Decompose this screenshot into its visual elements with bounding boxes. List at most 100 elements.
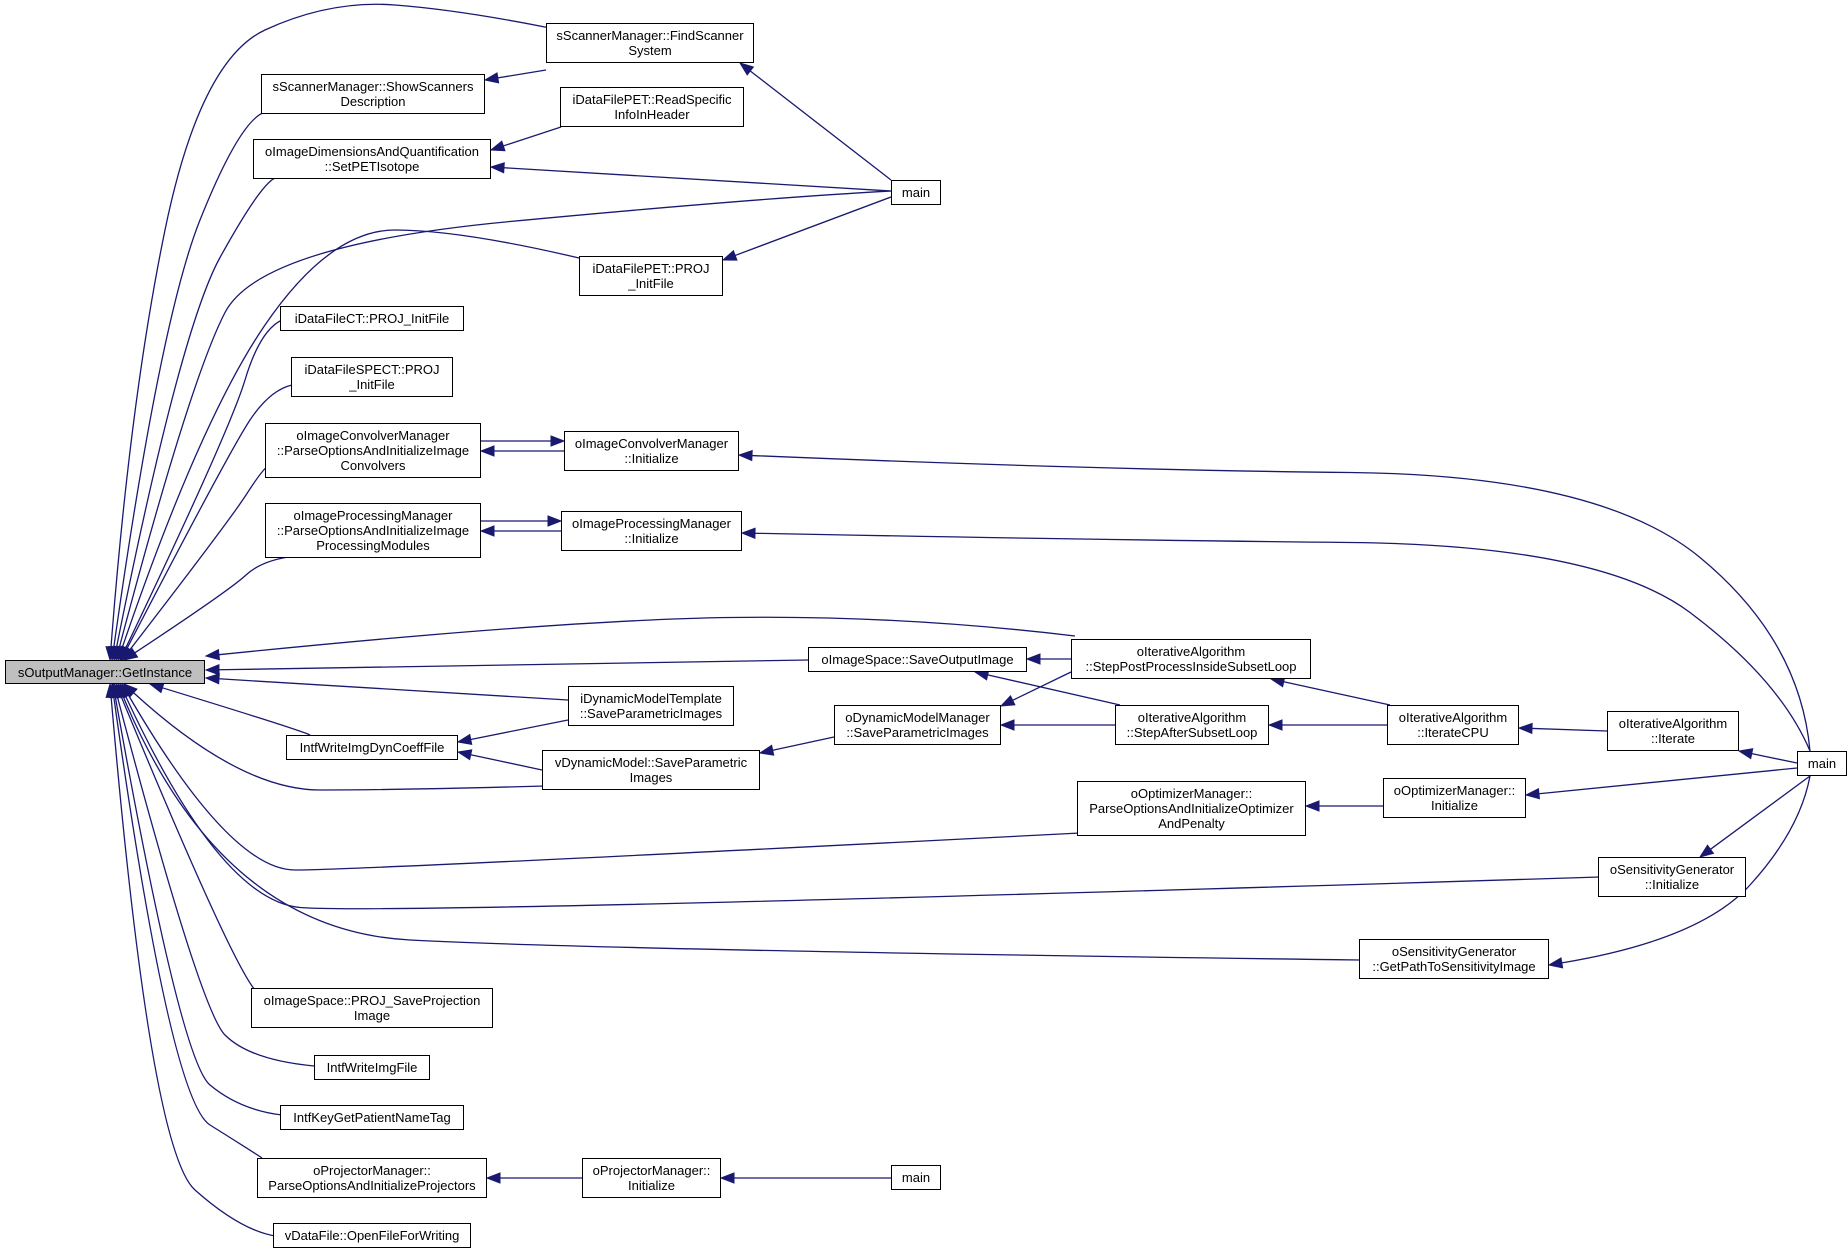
arrowhead-33 [1025,653,1041,665]
node-oimagedimensions-setpetisotope[interactable]: oImageDimensionsAndQuantification ::SetP… [253,139,491,179]
edge-6 [126,384,293,649]
edge-11 [218,678,569,701]
arrowhead-38 [1267,719,1283,731]
node-ooptimizermanager-parseoptions[interactable]: oOptimizerManager:: ParseOptionsAndIniti… [1077,781,1306,836]
arrowhead-10 [204,664,220,676]
node-vdatafile-openfileforwriting[interactable]: vDataFile::OpenFileForWriting [273,1223,471,1248]
node-oimageconvolvermanager-parseoptions[interactable]: oImageConvolverManager ::ParseOptionsAnd… [265,423,481,478]
node-soutputmanager-getinstance[interactable]: sOutputManager::GetInstance [5,660,205,684]
edge-12 [162,687,311,736]
arrowhead-21 [105,682,117,698]
arrowhead-30 [547,515,563,527]
edge-23 [503,126,562,147]
node-main-3[interactable]: main [891,1165,941,1190]
node-idynamicmodeltemplate-saveparametricimages[interactable]: iDynamicModelTemplate ::SaveParametricIm… [568,686,734,726]
node-oprojectormanager-initialize[interactable]: oProjectorManager:: Initialize [582,1158,721,1198]
arrowhead-49 [719,1172,735,1184]
arrowhead-43 [758,744,775,756]
node-oiterativealgorithm-steppostprocess[interactable]: oIterativeAlgorithm ::StepPostProcessIns… [1071,639,1311,679]
arrowhead-48 [485,1172,501,1184]
node-idatafilespect-proj-initfile[interactable]: iDataFileSPECT::PROJ _InitFile [291,357,453,397]
edge-5 [125,319,283,649]
arrowhead-36 [999,719,1015,731]
edge-21 [110,696,276,1237]
node-sscannermanager-findscannersystem[interactable]: sScannerManager::FindScanner System [546,23,754,63]
edge-19 [114,696,283,1116]
node-ooptimizermanager-initialize[interactable]: oOptimizerManager:: Initialize [1383,778,1526,818]
node-oimagespace-proj-saveprojectionimage[interactable]: oImageSpace::PROJ_SaveProjection Image [251,988,493,1028]
arrowhead-41 [456,733,473,745]
edge-37 [1012,671,1072,701]
edge-46 [1710,775,1811,850]
edge-17 [120,695,256,991]
arrowhead-28 [550,435,566,447]
node-intfwriteimgdyncoefffile[interactable]: IntfWriteImgDynCoeffFile [286,735,458,760]
node-oiterativealgorithm-iterate[interactable]: oIterativeAlgorithm ::Iterate [1607,711,1739,751]
node-osensitivitygenerator-getpathtosensitivityimage[interactable]: oSensitivityGenerator ::GetPathToSensiti… [1359,939,1549,979]
edge-20 [113,696,263,1159]
node-main-1[interactable]: main [891,180,941,205]
node-idatafilepet-readspecificinfoinheader[interactable]: iDataFilePET::ReadSpecific InfoInHeader [560,87,744,127]
node-oimageprocessingmanager-parseoptions[interactable]: oImageProcessingManager ::ParseOptionsAn… [265,503,481,558]
arrowhead-11 [204,673,220,685]
edge-24 [503,167,892,192]
edge-8 [134,555,296,654]
arrowhead-40 [1737,748,1754,760]
arrowhead-23 [489,140,506,152]
arrowhead-25 [738,62,755,76]
edge-10 [218,659,809,671]
node-oimageconvolvermanager-initialize[interactable]: oImageConvolverManager ::Initialize [564,431,739,471]
arrowhead-26 [721,249,738,261]
edge-40 [1751,752,1798,764]
arrowhead-12 [148,682,165,694]
edge-9 [218,616,1076,656]
edge-1 [113,111,266,648]
arrowhead-46 [1698,844,1715,858]
edge-13 [133,692,546,791]
arrowhead-9 [204,648,221,661]
arrowhead-27 [479,445,495,457]
arrowhead-44 [1304,800,1320,812]
edge-22 [497,69,547,79]
arrowhead-8 [122,647,139,661]
edge-45 [1538,767,1798,795]
node-odynamicmodelmanager-saveparametricimages[interactable]: oDynamicModelManager ::SaveParametricIma… [834,705,1001,745]
node-intfwriteimgfile[interactable]: IntfWriteImgFile [314,1055,430,1080]
edge-26 [734,196,892,257]
edge-2 [115,177,276,648]
node-idatafilepet-proj-initfile[interactable]: iDataFilePET::PROJ _InitFile [579,256,723,296]
node-oiterativealgorithm-iteratecpu[interactable]: oIterativeAlgorithm ::IterateCPU [1387,705,1519,745]
arrowhead-37 [999,694,1016,707]
arrowhead-32 [740,527,756,539]
node-oiterativealgorithm-stepaftersubsetloop[interactable]: oIterativeAlgorithm ::StepAfterSubsetLoo… [1115,705,1269,745]
node-vdynamicmodel-saveparametricimages[interactable]: vDynamicModel::SaveParametric Images [542,750,760,790]
arrowhead-47 [1547,957,1564,969]
edge-41 [470,719,569,741]
edge-34 [987,674,1121,706]
edge-4 [121,229,580,648]
node-oprojectormanager-parseoptions[interactable]: oProjectorManager:: ParseOptionsAndIniti… [257,1158,487,1198]
node-sscannermanager-showscannersdescription[interactable]: sScannerManager::ShowScanners Descriptio… [261,74,485,114]
node-oimageprocessingmanager-initialize[interactable]: oImageProcessingManager ::Initialize [561,511,742,551]
edge-3 [118,190,892,648]
edge-18 [116,696,315,1067]
arrowhead-22 [483,72,500,84]
node-intfkeygetpatientnametag[interactable]: IntfKeyGetPatientNameTag [280,1105,464,1130]
edge-15 [124,695,1601,910]
edge-35 [1283,681,1391,706]
edge-25 [749,70,892,181]
node-main-2[interactable]: main [1797,751,1847,776]
edge-0 [110,3,551,648]
node-idatafilect-proj-initfile[interactable]: iDataFileCT::PROJ_InitFile [280,306,464,331]
edge-43 [772,736,835,751]
arrowhead-39 [1517,722,1533,735]
edge-31 [751,454,1811,752]
arrowhead-31 [737,449,753,462]
edge-7 [129,465,269,651]
node-oimagespace-saveoutputimage[interactable]: oImageSpace::SaveOutputImage [808,647,1027,672]
edge-14 [127,694,1081,871]
edge-39 [1531,727,1608,732]
node-osensitivitygenerator-initialize[interactable]: oSensitivityGenerator ::Initialize [1598,857,1746,897]
